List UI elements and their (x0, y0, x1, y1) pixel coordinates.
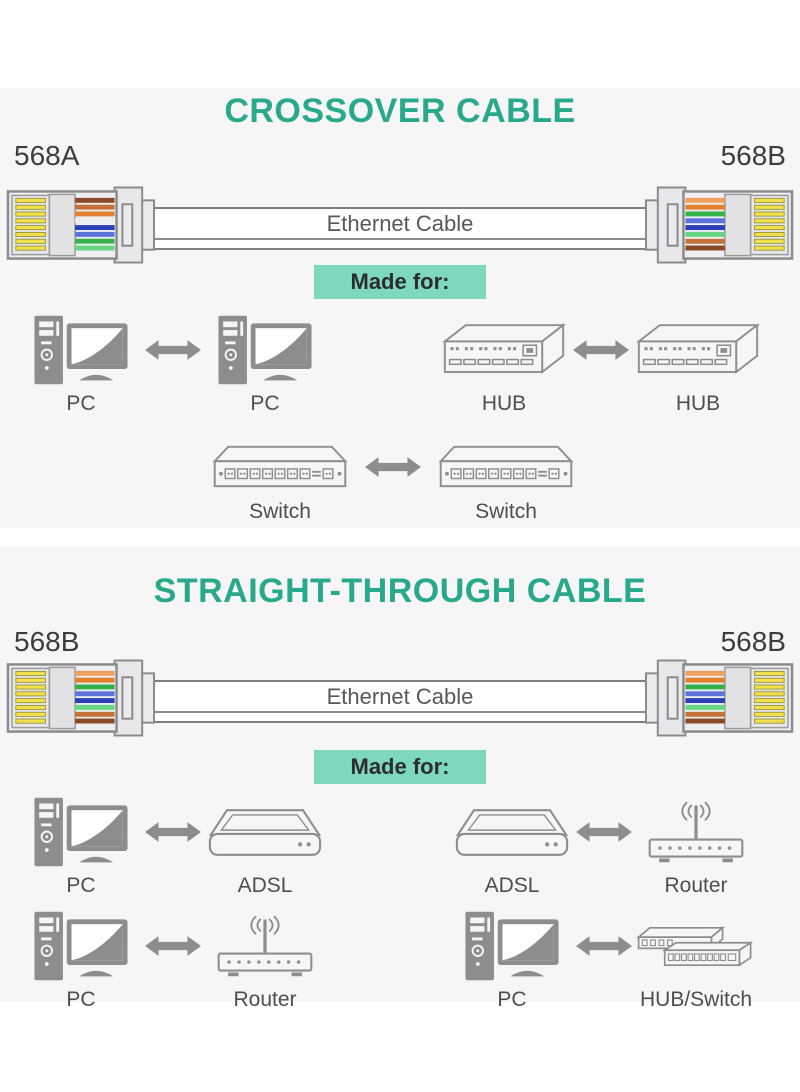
pc-icon (33, 312, 129, 388)
pair-adsl-router: ADSL Router (452, 794, 756, 898)
device-hubswitch: HUB/Switch (636, 908, 756, 1012)
device-switch: Switch (436, 438, 576, 524)
switch-icon (212, 438, 348, 496)
device-label: Router (233, 988, 297, 1011)
pc-icon (464, 908, 560, 984)
device-label: Switch (475, 500, 537, 523)
cable-underline (125, 711, 675, 713)
device-label: HUB/Switch (639, 988, 753, 1011)
pair-pc-hubswitch: PC HUB/Switch (452, 908, 756, 1012)
device-label: Router (664, 874, 728, 897)
bidirectional-arrow-icon (144, 312, 202, 388)
device-label: PC (66, 392, 96, 415)
section-straight-through-cable: STRAIGHT-THROUGH CABLE 568B 568B Etherne… (0, 546, 800, 1011)
device-hub: HUB (438, 312, 570, 416)
straight-through-title: STRAIGHT-THROUGH CABLE (153, 572, 647, 610)
hub-icon (635, 312, 761, 388)
connector-label-568b-right: 568B (720, 626, 786, 657)
rj45-connector-568b-icon (644, 657, 794, 739)
device-label: ADSL (237, 874, 293, 897)
cable-underline (125, 238, 675, 240)
pair-pc-pc: PC PC (26, 312, 320, 416)
made-for-badge: Made for: (314, 265, 486, 299)
crossover-title: CROSSOVER CABLE (224, 92, 576, 130)
device-pc: PC (26, 312, 136, 416)
device-switch: Switch (210, 438, 350, 524)
hub-switch-stack-icon (633, 908, 759, 984)
rj45-connector-568b-icon (6, 657, 156, 739)
rj45-connector-568b-icon (644, 184, 794, 266)
hub-icon (441, 312, 567, 388)
pair-pc-adsl: PC ADSL (26, 794, 320, 898)
bidirectional-arrow-icon (572, 312, 630, 388)
ethernet-cable-graphic: Ethernet Cable (125, 207, 675, 250)
ethernet-cable-graphic: Ethernet Cable (125, 680, 675, 723)
section-crossover-cable: CROSSOVER CABLE 568A 568B Ethernet Cable… (0, 88, 800, 528)
bidirectional-arrow-icon (575, 794, 633, 870)
adsl-modem-icon (208, 794, 322, 870)
pair-pc-router: PC Router (26, 908, 320, 1012)
cable-label: Ethernet Cable (326, 684, 474, 709)
device-router: Router (636, 794, 756, 898)
wifi-router-icon (644, 794, 748, 870)
wifi-router-icon (213, 908, 317, 984)
device-label: HUB (675, 392, 721, 415)
connector-label-568b: 568B (720, 140, 786, 171)
device-label: PC (497, 988, 527, 1011)
pc-icon (217, 312, 313, 388)
bidirectional-arrow-icon (144, 794, 202, 870)
switch-icon (438, 438, 574, 496)
device-label: ADSL (484, 874, 540, 897)
pair-hub-hub: HUB HUB (438, 312, 764, 416)
pair-switch-switch: Switch Switch (210, 438, 576, 524)
device-pc: PC (26, 794, 136, 898)
connector-label-568b-left: 568B (14, 626, 80, 657)
device-label: Switch (249, 500, 311, 523)
device-adsl: ADSL (452, 794, 572, 898)
device-label: PC (66, 988, 96, 1011)
device-label: PC (250, 392, 280, 415)
made-for-badge: Made for: (314, 750, 486, 784)
connector-label-568a: 568A (14, 140, 80, 171)
adsl-modem-icon (455, 794, 569, 870)
device-label: HUB (481, 392, 527, 415)
pc-icon (33, 794, 129, 870)
device-hub: HUB (632, 312, 764, 416)
rj45-connector-568a-icon (6, 184, 156, 266)
device-adsl: ADSL (210, 794, 320, 898)
bidirectional-arrow-icon (364, 438, 422, 496)
device-pc: PC (210, 312, 320, 416)
device-pc: PC (26, 908, 136, 1012)
device-router: Router (210, 908, 320, 1012)
cable-label: Ethernet Cable (326, 211, 474, 236)
device-pc: PC (452, 908, 572, 1012)
bidirectional-arrow-icon (575, 908, 633, 984)
pc-icon (33, 908, 129, 984)
bidirectional-arrow-icon (144, 908, 202, 984)
device-label: PC (66, 874, 96, 897)
